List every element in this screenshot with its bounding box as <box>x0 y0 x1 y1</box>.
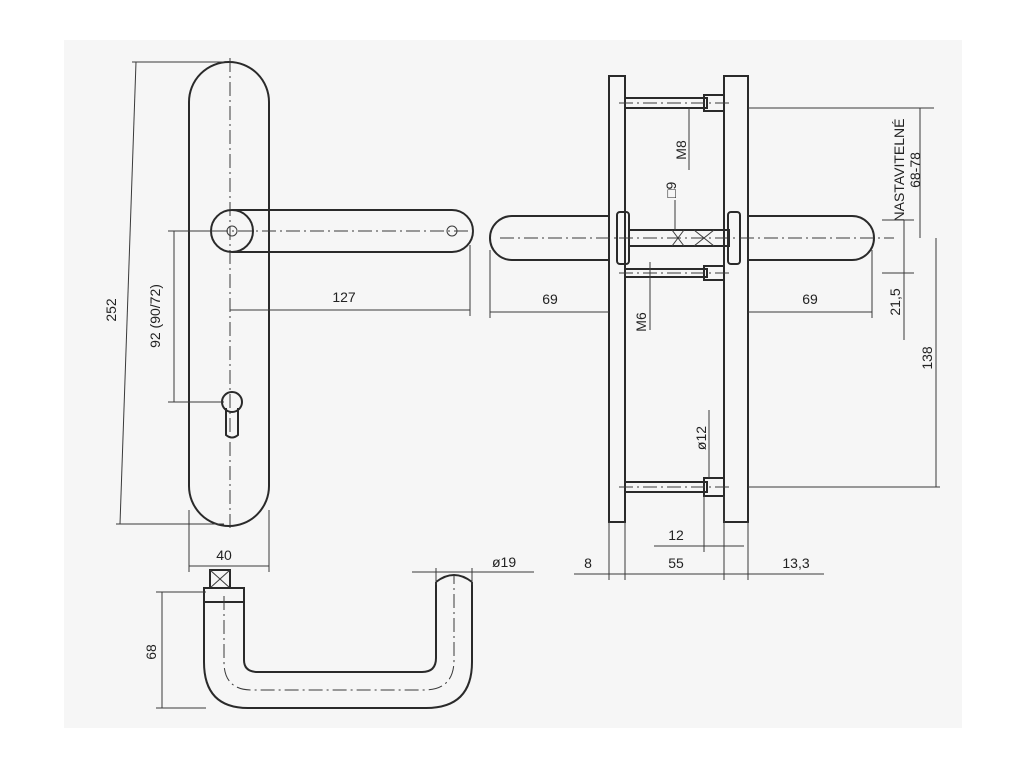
u-lever <box>203 569 473 709</box>
drawing-sheet: 252 92 (90/72) 127 40 <box>64 40 962 728</box>
dim-height: 252 <box>103 61 224 525</box>
square-spindle-dim: □9 <box>663 182 679 230</box>
dim-252-label: 252 <box>103 298 119 322</box>
dim-lever-diameter: ø19 <box>412 554 534 585</box>
d12-label: ø12 <box>693 426 709 450</box>
screw-bottom: ø12 <box>619 410 732 497</box>
dim-adjustable: NASTAVITELNÉ 68-78 <box>748 107 934 238</box>
dim-69-left-label: 69 <box>542 291 558 307</box>
dim-127-label: 127 <box>332 289 356 305</box>
dim-12: 12 <box>654 496 744 552</box>
adjustable-label: NASTAVITELNÉ <box>891 119 907 222</box>
dim-69-left: 69 <box>489 250 609 318</box>
dim-40-label: 40 <box>216 547 232 563</box>
dim-55-label: 55 <box>668 555 684 571</box>
m8-label: M8 <box>673 140 689 160</box>
dim-138: 138 <box>748 238 940 488</box>
dim-21-5: 21,5 <box>882 219 914 340</box>
dim-lever-height: 68 <box>143 591 206 709</box>
dim-hole-spacing: 92 (90/72) <box>147 230 224 403</box>
dim-d19-label: ø19 <box>492 554 516 570</box>
screw-mid: M6 <box>619 262 732 332</box>
dim-plate-width: 40 <box>188 510 270 572</box>
dim-69-right-label: 69 <box>802 291 818 307</box>
square-9-label: □9 <box>663 182 679 198</box>
adjustable-range-label: 68-78 <box>907 152 923 188</box>
dim-138-label: 138 <box>919 346 935 370</box>
side-plates <box>608 75 749 523</box>
technical-drawing: 252 92 (90/72) 127 40 <box>103 58 940 709</box>
front-plate <box>188 58 270 532</box>
dim-68-label: 68 <box>143 644 159 660</box>
m6-label: M6 <box>633 312 649 332</box>
dim-12-label: 12 <box>668 527 684 543</box>
dim-69-right: 69 <box>748 250 873 318</box>
dim-13-3-label: 13,3 <box>782 555 809 571</box>
dim-bottom-chain: 8 55 13,3 <box>574 522 824 580</box>
dim-8-label: 8 <box>584 555 592 571</box>
dim-21-5-label: 21,5 <box>887 288 903 315</box>
side-levers <box>489 211 894 265</box>
dim-92-label: 92 (90/72) <box>147 284 163 348</box>
front-lever <box>210 209 474 253</box>
screw-top: M8 <box>619 94 732 170</box>
dim-lever-length: 127 <box>230 245 471 316</box>
